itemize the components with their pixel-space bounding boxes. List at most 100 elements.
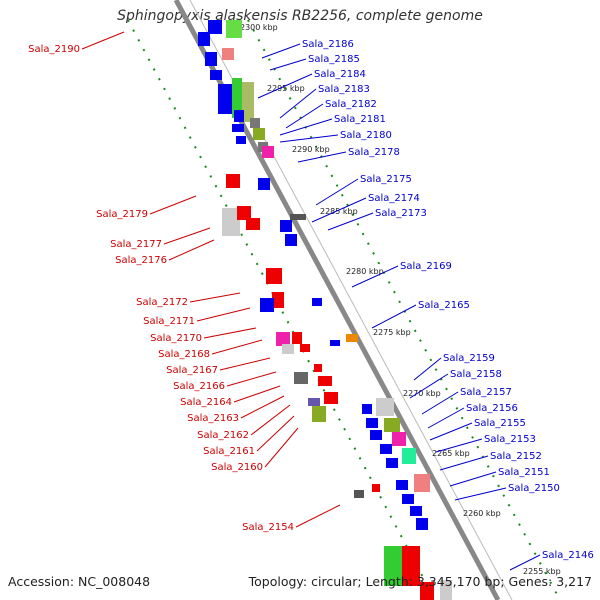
label-leader <box>189 292 241 303</box>
label-leader <box>297 151 347 163</box>
gene-block <box>262 146 274 158</box>
gene-label-forward[interactable]: Sala_2186 <box>302 39 354 50</box>
gene-block <box>285 234 297 246</box>
gene-block <box>314 364 322 372</box>
gene-block <box>312 298 322 306</box>
gene-label-forward[interactable]: Sala_2184 <box>314 69 366 80</box>
label-leader <box>285 103 324 129</box>
label-leader <box>257 73 313 99</box>
gene-label-forward[interactable]: Sala_2173 <box>375 208 427 219</box>
gene-block <box>420 582 434 600</box>
label-leader <box>454 487 507 501</box>
gene-block <box>410 506 422 516</box>
gene-label-forward[interactable]: Sala_2165 <box>418 300 470 311</box>
gene-block <box>324 392 338 404</box>
gene-block <box>282 344 294 354</box>
gene-block <box>205 52 217 66</box>
gene-label-forward[interactable]: Sala_2159 <box>443 353 495 364</box>
gene-block <box>318 376 332 386</box>
gene-label-reverse[interactable]: Sala_2154 <box>242 522 294 533</box>
gene-label-reverse[interactable]: Sala_2171 <box>143 316 195 327</box>
gene-label-reverse[interactable]: Sala_2163 <box>187 413 239 424</box>
gene-label-reverse[interactable]: Sala_2172 <box>136 297 188 308</box>
gene-label-reverse[interactable]: Sala_2177 <box>110 239 162 250</box>
gene-label-forward[interactable]: Sala_2175 <box>360 174 412 185</box>
gene-label-forward[interactable]: Sala_2157 <box>460 387 512 398</box>
gene-block <box>300 344 310 352</box>
gene-block <box>232 78 242 118</box>
gene-label-forward[interactable]: Sala_2183 <box>318 84 370 95</box>
gene-label-forward[interactable]: Sala_2151 <box>498 467 550 478</box>
gene-label-reverse[interactable]: Sala_2162 <box>197 430 249 441</box>
gene-label-forward[interactable]: Sala_2158 <box>450 369 502 380</box>
accession-text: Accession: NC_008048 <box>8 574 151 589</box>
gene-block <box>250 118 260 128</box>
gene-label-forward[interactable]: Sala_2153 <box>484 434 536 445</box>
gene-label-reverse[interactable]: Sala_2167 <box>166 365 218 376</box>
gene-block <box>362 404 372 414</box>
gene-block <box>280 220 292 232</box>
label-leader <box>219 357 271 371</box>
gene-label-forward[interactable]: Sala_2181 <box>334 114 386 125</box>
gene-block <box>226 20 242 38</box>
gene-label-forward[interactable]: Sala_2146 <box>542 550 594 561</box>
gene-block <box>376 398 394 416</box>
gene-label-reverse[interactable]: Sala_2166 <box>173 381 225 392</box>
kbp-tick-label: 2275 kbp <box>373 328 411 337</box>
label-leader <box>509 554 541 571</box>
gene-block <box>384 418 400 432</box>
label-leader <box>311 197 367 223</box>
gene-block <box>384 546 402 586</box>
gene-label-reverse[interactable]: Sala_2168 <box>158 349 210 360</box>
gene-label-forward[interactable]: Sala_2174 <box>368 193 420 204</box>
gene-label-forward[interactable]: Sala_2180 <box>340 130 392 141</box>
gene-label-reverse[interactable]: Sala_2170 <box>150 333 202 344</box>
label-leader <box>429 422 473 441</box>
gene-label-reverse[interactable]: Sala_2176 <box>115 255 167 266</box>
gene-label-reverse[interactable]: Sala_2179 <box>96 209 148 220</box>
gene-block <box>330 340 340 346</box>
gene-label-forward[interactable]: Sala_2155 <box>474 418 526 429</box>
gene-block <box>312 406 326 422</box>
kbp-tick-label: 2290 kbp <box>292 145 330 154</box>
kbp-tick-label: 2255 kbp <box>523 567 561 576</box>
gene-block <box>260 298 274 312</box>
gene-block <box>218 84 232 114</box>
kbp-tick-label: 2295 kbp <box>267 84 305 93</box>
gene-block <box>266 268 282 284</box>
label-leader <box>315 178 359 206</box>
label-leader <box>413 357 442 381</box>
topology-text: Topology: circular; Length: 3,345,170 bp… <box>248 574 592 589</box>
gene-label-reverse[interactable]: Sala_2160 <box>211 462 263 473</box>
gene-label-forward[interactable]: Sala_2150 <box>508 483 560 494</box>
gene-label-reverse[interactable]: Sala_2164 <box>180 397 232 408</box>
kbp-tick-label: 2285 kbp <box>320 207 358 216</box>
gene-block <box>290 214 306 220</box>
gene-label-forward[interactable]: Sala_2156 <box>466 403 518 414</box>
gene-block <box>380 444 392 454</box>
gene-label-reverse[interactable]: Sala_2161 <box>203 446 255 457</box>
gene-label-forward[interactable]: Sala_2185 <box>308 54 360 65</box>
gene-block <box>372 484 380 492</box>
gene-block <box>236 136 246 144</box>
gene-block <box>366 418 378 428</box>
label-leader <box>279 134 339 143</box>
gc-track-inner <box>247 19 561 600</box>
gene-block <box>308 398 320 406</box>
gene-block <box>232 124 244 132</box>
gene-block <box>346 334 358 342</box>
label-leader <box>233 385 281 403</box>
gene-label-forward[interactable]: Sala_2178 <box>348 147 400 158</box>
label-leader <box>81 31 125 50</box>
gene-block <box>392 432 406 446</box>
gene-label-forward[interactable]: Sala_2169 <box>400 261 452 272</box>
kbp-tick-label: 2265 kbp <box>432 449 470 458</box>
label-leader <box>264 427 299 468</box>
gene-block <box>258 178 270 190</box>
gene-label-reverse[interactable]: Sala_2190 <box>28 44 80 55</box>
gene-label-forward[interactable]: Sala_2182 <box>325 99 377 110</box>
gene-label-forward[interactable]: Sala_2152 <box>490 451 542 462</box>
gene-block <box>222 208 240 236</box>
label-leader <box>168 239 215 261</box>
